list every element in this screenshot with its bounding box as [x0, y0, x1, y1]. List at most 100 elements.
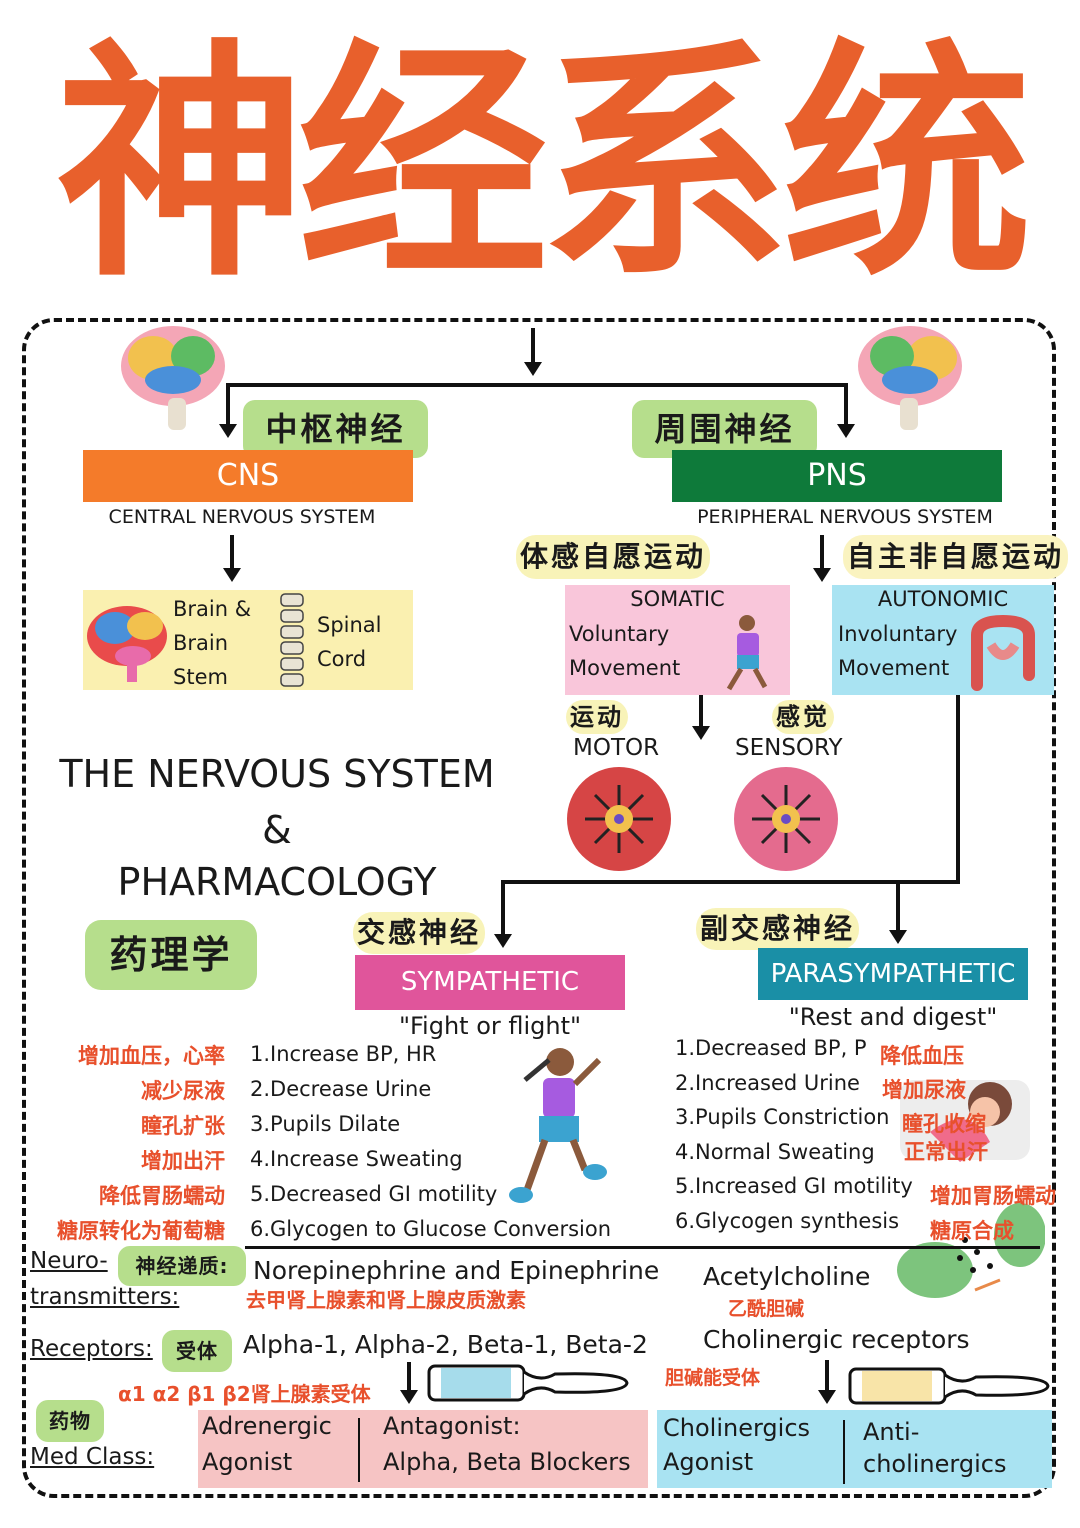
sympathetic-med-box: Adrenergic Agonist Antagonist: Alpha, Be…: [198, 1410, 648, 1488]
list-item: 4.Normal Sweating: [675, 1139, 875, 1164]
list-item: 糖原转化为葡萄糖: [57, 1219, 225, 1243]
sympathetic-bar: SYMPATHETIC: [355, 955, 625, 1010]
motor-cn-label: 运动: [566, 700, 628, 734]
list-item: 增加出汗: [141, 1149, 225, 1173]
intestine-icon: [971, 615, 1035, 691]
sensory-cn-label: 感觉: [772, 700, 834, 734]
parasympathetic-tagline: "Rest and digest": [788, 1003, 998, 1031]
arrow-down-icon: [889, 930, 907, 944]
arrow-down-icon: [524, 362, 542, 376]
arrow-down-icon: [223, 568, 241, 582]
list-item: 2.Increased Urine: [675, 1070, 860, 1095]
list-item: 正常出汗: [904, 1140, 988, 1164]
connector: [226, 383, 230, 425]
brain-icon: [87, 606, 167, 682]
pns-bar: PNS: [672, 450, 1002, 502]
list-item: 5.Increased GI motility: [675, 1174, 913, 1198]
motor-neuron-icon: [567, 767, 671, 871]
anticholinergics-2: cholinergics: [863, 1450, 1007, 1478]
pns-full-name: PERIPHERAL NERVOUS SYSTEM: [697, 506, 993, 528]
connector: [501, 880, 960, 884]
cns-cn-label: 中枢神经: [243, 400, 428, 458]
brain-icon: [121, 326, 225, 430]
connector: [820, 535, 824, 571]
pharmacology-cn-label: 药理学: [85, 920, 257, 990]
somatic-box: SOMATIC Voluntary Movement: [565, 585, 790, 695]
somatic-desc-2: Movement: [569, 656, 681, 680]
connector: [956, 695, 960, 884]
parasympathetic-bar: PARASYMPATHETIC: [758, 948, 1028, 1000]
parasympathetic-receptors-cn: 胆碱能受体: [665, 1367, 761, 1389]
list-item: 减少尿液: [141, 1079, 225, 1103]
parasympathetic-receptors: Cholinergic receptors: [703, 1325, 970, 1354]
autonomic-desc-1: Involuntary: [838, 622, 958, 646]
list-item: 增加胃肠蠕动: [930, 1184, 1056, 1208]
med-class-label: Med Class:: [30, 1444, 155, 1470]
divider: [245, 1246, 1040, 1249]
sympathetic-neurotransmitter: Norepinephrine and Epinephrine: [253, 1256, 660, 1285]
sympathetic-neurotransmitter-cn: 去甲肾上腺素和肾上腺皮质激素: [246, 1288, 526, 1312]
sympathetic-receptors: Alpha-1, Alpha-2, Beta-1, Beta-2: [243, 1330, 648, 1359]
autonomic-desc-2: Movement: [838, 656, 950, 680]
sympathetic-cn-list: 增加血压，心率 减少尿液 瞳孔扩张 增加出汗 降低胃肠蠕动 糖原转化为葡萄糖: [30, 1040, 225, 1250]
runner-icon: [726, 615, 768, 691]
running-girl-icon: [509, 1048, 607, 1203]
list-item: 2.Decrease Urine: [250, 1077, 432, 1101]
sensory-label: SENSORY: [735, 735, 843, 761]
list-item: 1.Decreased BP, P: [675, 1036, 867, 1060]
list-item: 降低胃肠蠕动: [99, 1184, 225, 1208]
spine-icon: [280, 593, 304, 687]
sympathetic-cn-label: 交感神经: [353, 912, 486, 954]
spinal-cord-label: Spinal Cord: [317, 613, 382, 671]
arrow-down-icon: [494, 934, 512, 948]
receptors-cn-label: 受体: [162, 1330, 232, 1372]
parasympathetic-neurotransmitter-cn: 乙酰胆碱: [728, 1298, 805, 1320]
divider: [843, 1420, 845, 1484]
list-item: 降低血压: [880, 1044, 964, 1068]
receptors-label: Receptors:: [30, 1336, 153, 1362]
list-item: 瞳孔收缩: [902, 1112, 986, 1136]
somatic-cn-label: 体感自愿运动: [516, 535, 711, 579]
list-item: 糖原合成: [930, 1219, 1014, 1243]
connector: [501, 880, 505, 936]
somatic-desc-1: Voluntary: [569, 622, 670, 646]
cns-full-name: CENTRAL NERVOUS SYSTEM: [108, 506, 376, 528]
cns-components-box: Brain & Brain Stem Spinal Cord: [83, 590, 413, 690]
heading-line-1: THE NERVOUS SYSTEM: [59, 752, 495, 796]
somatic-title: SOMATIC: [630, 587, 725, 611]
parasympathetic-cn-label: 副交感神经: [696, 908, 860, 950]
arrow-down-icon: [837, 424, 855, 438]
synapse-icon: [897, 1203, 1045, 1298]
list-item: 1.Increase BP, HR: [250, 1042, 437, 1066]
autonomic-title: AUTONOMIC: [877, 587, 1009, 611]
arrow-down-icon: [219, 424, 237, 438]
list-item: 3.Pupils Dilate: [250, 1112, 401, 1136]
sensory-neuron-icon: [734, 767, 838, 871]
connector: [226, 383, 848, 387]
arrow-down-icon: [400, 1390, 418, 1404]
neurotransmitters-cn-label: 神经递质:: [118, 1246, 246, 1286]
arrow-down-icon: [813, 568, 831, 582]
list-item: 6.Glycogen to Glucose Conversion: [250, 1217, 612, 1241]
neurotransmitters-label-1: Neuro-: [30, 1248, 108, 1274]
list-item: 4.Increase Sweating: [250, 1147, 463, 1171]
divider: [358, 1418, 360, 1482]
brain-icon: [858, 326, 962, 430]
ampoule-yellow-icon: [848, 1367, 1050, 1405]
sympathetic-effects-list: 1.Increase BP, HR 2.Decrease Urine 3.Pup…: [250, 1042, 611, 1252]
list-item: 增加尿液: [882, 1078, 966, 1102]
heading-line-2: &: [262, 808, 292, 852]
diagram-frame: [22, 318, 1056, 1498]
parasympathetic-neurotransmitter: Acetylcholine: [703, 1262, 871, 1291]
list-item: 3.Pupils Constriction: [675, 1105, 890, 1129]
brain-label: Brain & Brain Stem: [173, 597, 252, 689]
autonomic-cn-label: 自主非自愿运动: [843, 535, 1069, 579]
med-class-cn-label: 药物: [36, 1400, 104, 1442]
heading-line-3: PHARMACOLOGY: [117, 860, 437, 904]
antagonist-2: Alpha, Beta Blockers: [383, 1448, 631, 1476]
arrow-down-icon: [818, 1390, 836, 1404]
sleeping-woman-icon: [900, 1080, 1030, 1162]
motor-label: MOTOR: [573, 735, 660, 761]
autonomic-box: AUTONOMIC Involuntary Movement: [832, 585, 1054, 695]
connector: [531, 328, 535, 368]
